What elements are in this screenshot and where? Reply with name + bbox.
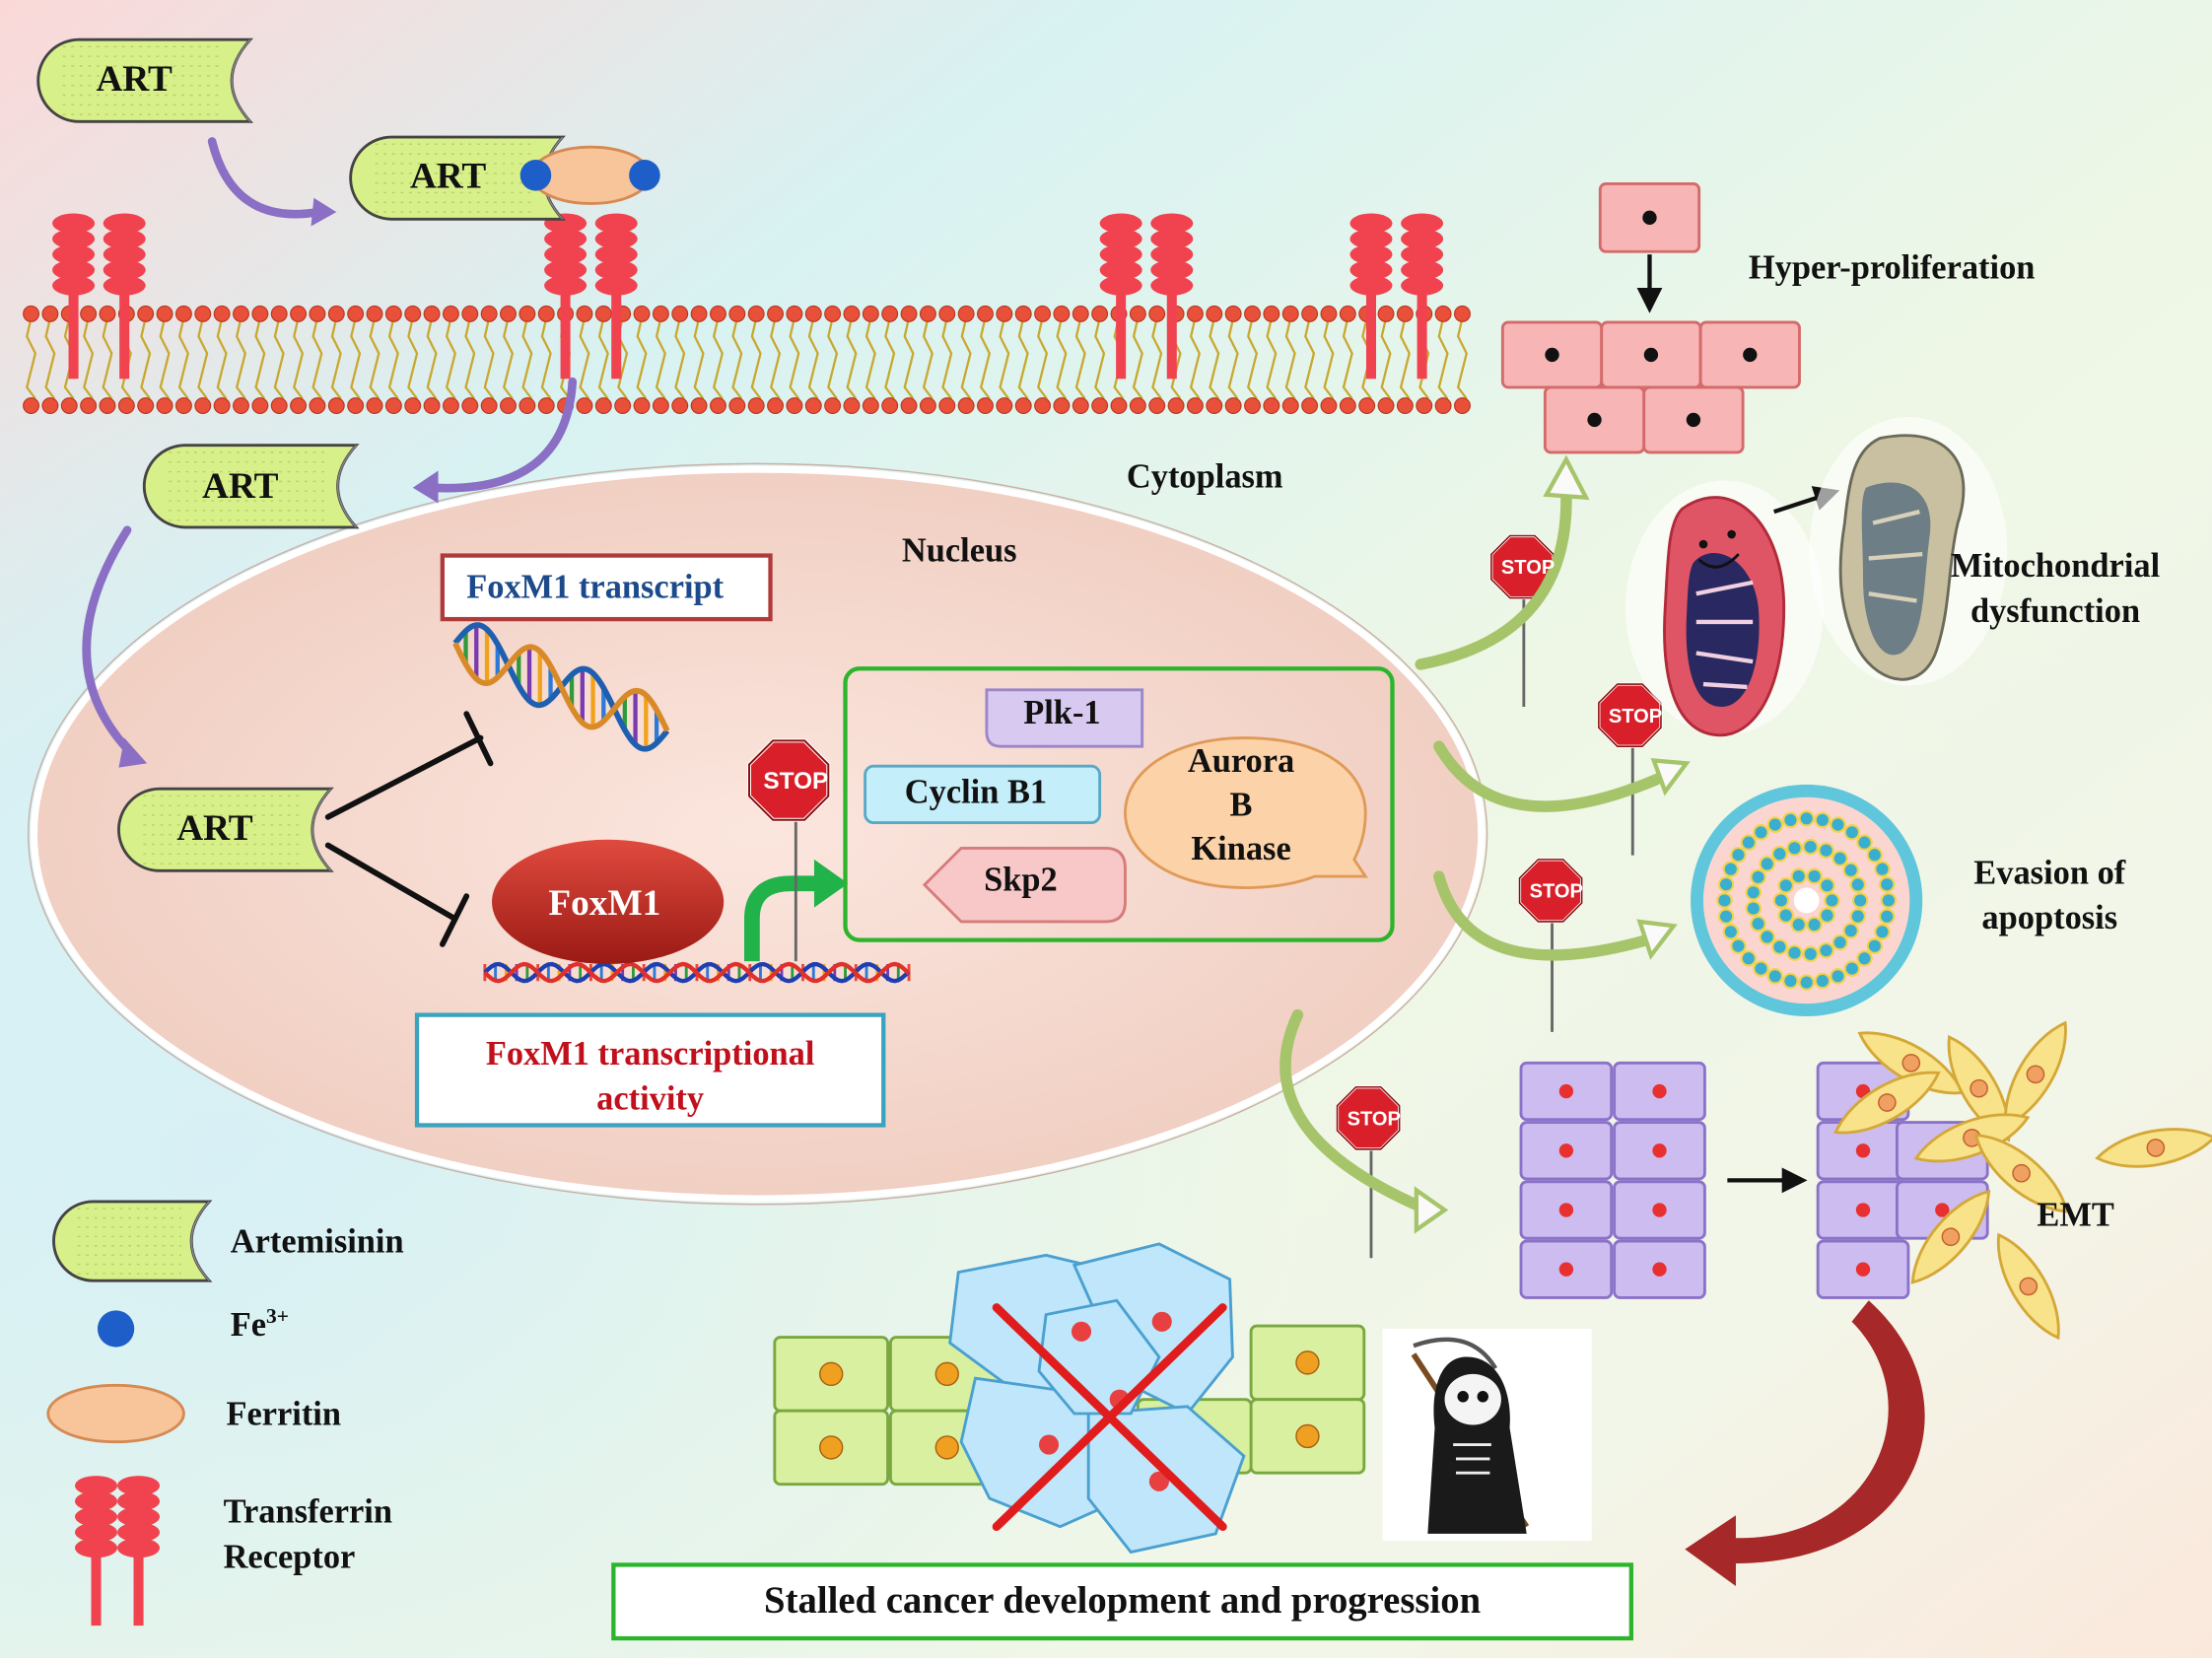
inhibition-lines [324, 711, 494, 947]
skp2-shape [922, 846, 1127, 924]
cross-mark-icon [992, 1303, 1227, 1532]
mitochondrial-dysfunction-label: Mitochondrial dysfunction [1950, 548, 2161, 631]
mitochondrion-icon [1625, 417, 2008, 737]
foxm1-transcript-label: FoxM1 transcript [466, 569, 725, 607]
dead-cancer-tissue [773, 1242, 1366, 1555]
legend [46, 1310, 185, 1626]
ferritin-icon [519, 145, 660, 205]
foxm1-transcript-box [440, 553, 773, 622]
legend-fe: Fe3+ [230, 1306, 290, 1345]
outcome-arrows [1279, 489, 1667, 1214]
plk1-label: Plk-1 [1023, 695, 1101, 732]
emt-label: EMT [2037, 1197, 2114, 1234]
grim-reaper-icon [1382, 1328, 1592, 1542]
activation-arrow [744, 875, 817, 962]
uptake-arrows [82, 137, 578, 761]
artemisinin-capsule-icon [36, 37, 566, 1282]
foxm1-protein-label: FoxM1 [548, 881, 661, 924]
aurora-b-shape [1124, 736, 1368, 889]
foxm1-activity-box [414, 1012, 886, 1128]
target-genes-box [843, 666, 1395, 942]
apoptotic-body-icon [1691, 784, 1923, 1017]
conclusion-box [611, 1562, 1633, 1641]
art-label-1: ART [96, 57, 173, 100]
conclusion-label: Stalled cancer development and progressi… [764, 1578, 1482, 1622]
stop-label-1: STOP [763, 767, 829, 795]
foxm1-activity-label: FoxM1 transcriptional activity [485, 1036, 815, 1119]
stop-label-4: STOP [1529, 878, 1583, 902]
nucleus-shape [30, 465, 1486, 1203]
dna-strand-icon [483, 961, 911, 984]
hyper-proliferation-label: Hyper-proliferation [1748, 249, 2036, 288]
cyclin-b1-shape [864, 764, 1102, 825]
legend-transferrin: Transferrin Receptor [223, 1493, 392, 1576]
stop-label-5: STOP [1347, 1106, 1401, 1130]
cyclin-b1-label: Cyclin B1 [904, 774, 1048, 812]
progression-arrow [1685, 1300, 1925, 1586]
art-label-4: ART [176, 806, 253, 849]
cell-membrane [23, 305, 1471, 415]
legend-ferritin: Ferritin [226, 1396, 342, 1434]
legend-artemisinin: Artemisinin [230, 1223, 404, 1262]
emt-cells [1519, 1020, 2212, 1341]
stop-label-2: STOP [1500, 555, 1555, 579]
dna-helix-icon [452, 622, 670, 752]
art-label-3: ART [202, 464, 279, 507]
nucleus-label: Nucleus [901, 532, 1017, 570]
fe-ion-icon [97, 1310, 135, 1348]
plk1-shape [985, 688, 1144, 748]
stop-label-3: STOP [1608, 704, 1663, 727]
cytoplasm-label: Cytoplasm [1126, 459, 1283, 497]
foxm1-protein [492, 839, 725, 964]
evasion-apoptosis-label: Evasion of apoptosis [1973, 855, 2126, 937]
art-label-2: ART [409, 155, 487, 197]
skp2-label: Skp2 [984, 862, 1058, 900]
transferrin-receptor-icon [52, 213, 1444, 380]
aurora-b-label: Aurora B Kinase [1187, 743, 1295, 868]
